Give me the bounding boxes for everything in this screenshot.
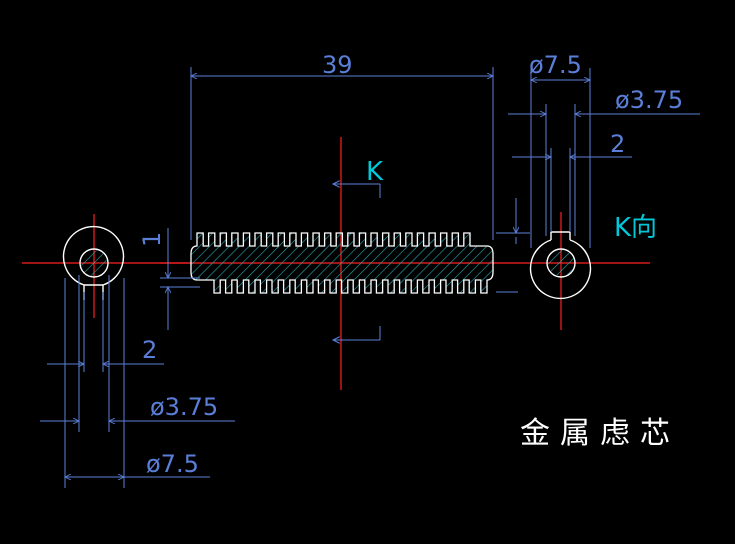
dim-fin-height [160, 228, 200, 330]
right-ring-inner [546, 248, 576, 278]
dim-right-group [508, 68, 700, 248]
drawing-title: 金属虑芯 [520, 416, 680, 451]
dim-left-slot-text: 2 [142, 336, 157, 364]
dim-right-inner-text: ø3.75 [615, 86, 683, 114]
right-bore-hatch [548, 250, 574, 276]
dim-left-inner-text: ø3.75 [150, 393, 218, 421]
finned-core-outline [190, 232, 494, 294]
dim-left-outer-text: ø7.5 [146, 450, 199, 478]
section-marker-top [333, 184, 381, 198]
dim-left-group [40, 275, 235, 488]
right-end-view [529, 231, 592, 300]
dim-fin-height-text: 1 [138, 232, 166, 247]
dim-right-outer-text: ø7.5 [529, 51, 582, 79]
left-bore-hatch [81, 250, 107, 276]
left-ring-inner [79, 248, 109, 278]
section-marker-bottom [333, 326, 381, 340]
view-label-k: K向 [614, 213, 657, 243]
right-ring-outer [529, 239, 592, 300]
dim-right-body [496, 198, 530, 293]
left-ring-outer [62, 225, 125, 286]
section-label-k: K [366, 157, 384, 187]
finned-core-section [190, 232, 494, 294]
dim-length-text: 39 [322, 51, 353, 79]
dim-length [191, 67, 493, 240]
dim-right-slot-text: 2 [610, 130, 625, 158]
